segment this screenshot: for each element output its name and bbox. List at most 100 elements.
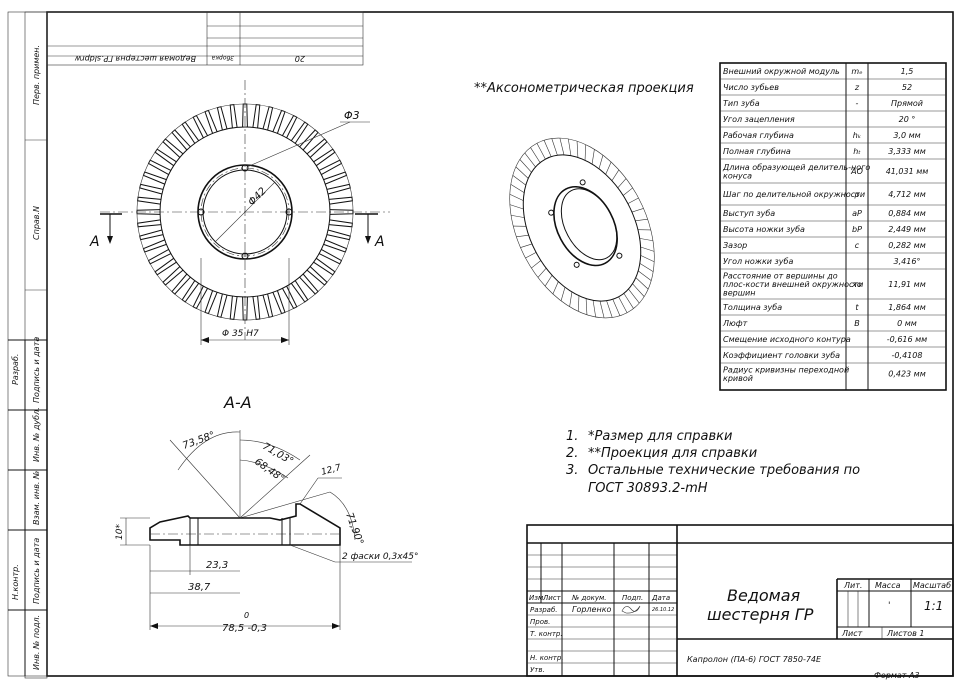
axonometric-tooth: [516, 234, 529, 238]
axonometric-tooth: [612, 299, 621, 316]
param-value: 0,282 мм: [888, 241, 926, 250]
notes: 1. *Размер для справки 2. **Проекция для…: [566, 429, 860, 496]
axonometric-tooth: [618, 296, 628, 313]
param-symbol: B: [854, 319, 860, 328]
dim-23-3: 23,3: [206, 560, 228, 571]
strip-podp-data-2: Подпись и дата: [32, 538, 41, 604]
strip-sprav-no: Справ.N: [32, 206, 41, 240]
axonometric-tooth: [531, 260, 542, 269]
axonometric-tooth: [536, 143, 546, 160]
param-name: кривой: [723, 374, 753, 383]
strip-podp-data-1: Подпись и дата: [32, 337, 41, 403]
axonometric-tooth: [606, 300, 613, 318]
mirrored-code: 20: [295, 54, 305, 63]
dim-angle-1: 73,58°: [181, 430, 216, 452]
param-symbol: hₖ: [853, 131, 861, 140]
note-3-text: Остальные технические требования по: [588, 463, 860, 478]
axonometric-tooth: [591, 149, 595, 165]
section-title: А-А: [223, 393, 252, 412]
top-stamp: Ведомая шестерня ГР.sldprw Зборка 20: [46, 11, 364, 66]
axonometric-teeth: [509, 137, 655, 319]
gear-tooth: [229, 296, 238, 320]
param-name: Высота ножки зуба: [723, 225, 805, 234]
tb-prov-label: Пров.: [530, 618, 550, 626]
mirrored-label: Зборка: [211, 54, 234, 61]
axonometric-tooth: [510, 184, 525, 193]
param-name: Люфт: [722, 319, 748, 328]
tb-hdr-ndokum: № докум.: [571, 594, 607, 602]
axonometric-tooth: [578, 295, 580, 312]
front-view: Φ3 Φ42 Φ 35 H7 A A: [89, 80, 390, 345]
param-name: Шаг по делительной окружности: [723, 190, 865, 199]
gear-tooth: [192, 114, 209, 139]
gear-tooth: [323, 171, 348, 185]
gear-tooth: [326, 229, 351, 241]
tb-tkontr-label: Т. контр.: [530, 630, 563, 638]
axonometric-tooth: [584, 144, 586, 161]
gear-tooth: [252, 296, 261, 320]
gear-tooth: [323, 239, 348, 253]
tb-razrab-label: Разраб.: [530, 606, 558, 614]
param-symbol: bP: [852, 225, 862, 234]
param-value: 3,333 мм: [888, 147, 926, 156]
axonometric-tooth: [544, 275, 553, 287]
tb-hdr-list: Лист: [542, 594, 562, 602]
axonometric-tooth: [617, 178, 627, 188]
dim-10: 10*: [115, 524, 125, 540]
tb-title-line2: шестерня ГР: [707, 605, 814, 624]
gear-tooth: [142, 239, 167, 253]
axonometric-tooth: [637, 229, 651, 231]
axonometric-tooth: [510, 214, 525, 218]
param-symbol: mₑ: [851, 67, 862, 76]
param-name: Выступ зуба: [723, 209, 775, 218]
strip-n-kontr: Н.контр.: [11, 564, 20, 600]
param-name: Угол ножки зуба: [723, 257, 793, 266]
tb-razrab-name: Горленко: [572, 605, 612, 614]
axonometric-tooth: [638, 270, 652, 281]
strip-inv-podl: Инв. № подл.: [32, 615, 41, 670]
param-value: 3,0 мм: [893, 131, 920, 140]
gear-tooth: [192, 285, 209, 310]
note-2-num: 2.: [566, 446, 578, 461]
param-value: 2,449 мм: [888, 225, 926, 234]
axonometric-tooth: [560, 287, 566, 301]
gear-tooth: [139, 229, 164, 241]
gear-tooth: [272, 109, 286, 134]
axonometric-tooth: [639, 238, 654, 242]
param-value: 1,5: [901, 67, 914, 76]
axonometric-tooth: [627, 197, 639, 204]
dim-78-5-top: 0: [244, 611, 249, 620]
param-symbol: t: [855, 303, 859, 312]
gear-tooth: [139, 183, 164, 195]
gear-tooth: [252, 104, 261, 128]
axonometric-tooth: [519, 159, 532, 173]
param-value: 3,416°: [894, 257, 921, 266]
axonometric-tooth: [537, 268, 547, 278]
axonometric-tooth: [568, 138, 572, 156]
axonometric-tooth: [585, 298, 588, 315]
note-1-text: *Размер для справки: [588, 429, 733, 444]
param-name: Смещение исходного контура: [723, 335, 851, 344]
tb-massa-val: ': [888, 601, 890, 611]
axonometric-tooth: [635, 277, 649, 290]
gear-tooth: [137, 196, 161, 205]
tb-hdr-podp: Подп.: [622, 594, 643, 602]
strip-razrab: Разраб.: [11, 354, 20, 385]
gear-tooth: [204, 290, 218, 315]
format-label: Формат А3: [874, 671, 920, 680]
param-value: Прямой: [891, 99, 923, 108]
axonometric-tooth: [640, 255, 655, 263]
gear-tooth: [147, 248, 172, 265]
tb-list-label: Лист: [841, 629, 863, 638]
param-name: плос-кости внешней окружности: [723, 280, 863, 289]
param-name: Расстояние от вершины до: [723, 272, 838, 281]
strip-vzam-inv: Взам. инв. №: [32, 471, 41, 525]
param-name: Толщина зуба: [723, 303, 782, 312]
tb-listov-label: Листов 1: [886, 629, 925, 638]
dim-12-7: 12,7: [320, 463, 342, 478]
axonometric-tooth: [520, 243, 533, 248]
axonometric-tooth: [576, 141, 579, 158]
section-mark-right: A: [374, 234, 385, 250]
